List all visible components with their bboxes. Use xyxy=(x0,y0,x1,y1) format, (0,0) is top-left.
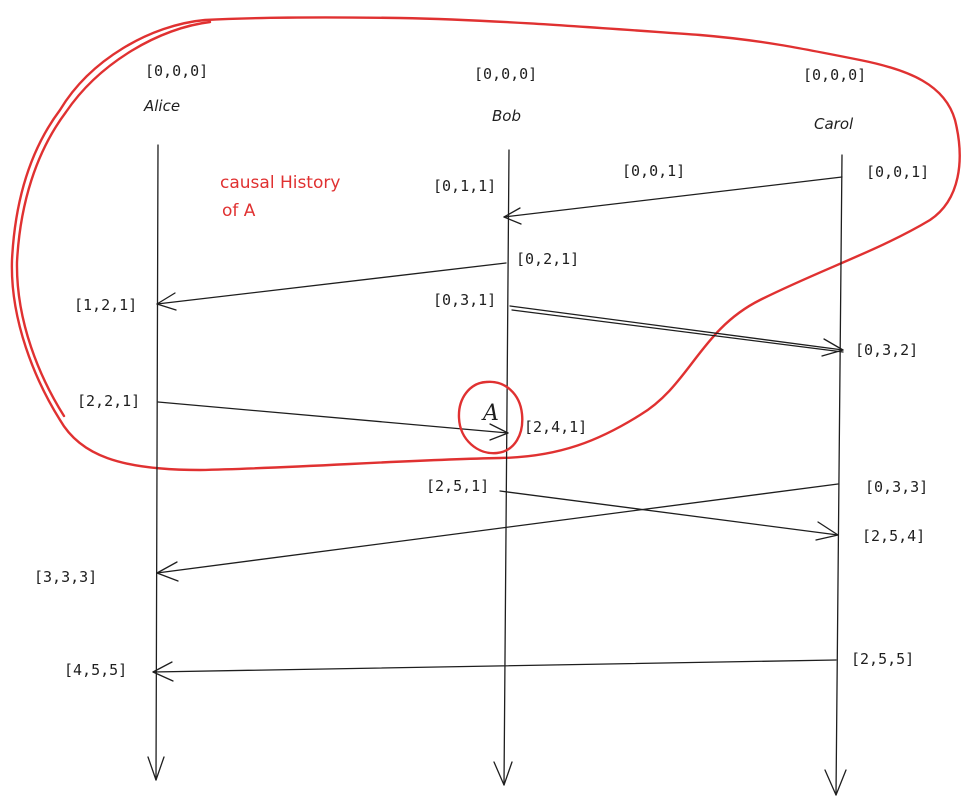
bob-clock: [0,3,1] xyxy=(433,291,496,309)
message-alice-to-bob xyxy=(157,401,509,441)
timeline-alice xyxy=(147,144,165,781)
alice-clock: [4,5,5] xyxy=(64,661,127,679)
message-clock: [0,0,1] xyxy=(622,162,685,180)
alice-initial-clock: [0,0,0] xyxy=(145,62,208,80)
causal-history-boundary-stroke xyxy=(15,20,212,418)
bob-clock: [0,1,1] xyxy=(433,177,496,195)
causal-history-boundary xyxy=(10,16,961,472)
alice-clock: [3,3,3] xyxy=(34,568,97,586)
message-bob-to-carol-2 xyxy=(499,490,839,541)
event-a-circle xyxy=(457,380,524,455)
message-bob-to-alice xyxy=(156,262,507,311)
causal-history-note-line1: causal History xyxy=(220,173,340,193)
carol-clock: [0,3,3] xyxy=(865,478,928,496)
event-a-label: A xyxy=(481,401,499,426)
message-carol-to-bob xyxy=(503,176,843,225)
alice-clock: [1,2,1] xyxy=(74,296,137,314)
process-name-bob: Bob xyxy=(492,107,521,125)
carol-clock: [0,3,2] xyxy=(855,341,918,359)
message-carol-to-alice xyxy=(156,483,839,582)
message-carol-to-alice-2 xyxy=(152,659,837,682)
timeline-bob xyxy=(493,149,513,786)
timeline-carol xyxy=(824,154,847,796)
process-name-alice: Alice xyxy=(143,97,180,115)
bob-clock: [2,5,1] xyxy=(426,477,489,495)
process-name-carol: Carol xyxy=(814,115,854,133)
carol-clock: [2,5,4] xyxy=(862,527,925,545)
causal-history-note-line2: of A xyxy=(222,201,256,221)
carol-clock: [0,0,1] xyxy=(866,163,929,181)
carol-initial-clock: [0,0,0] xyxy=(803,66,866,84)
alice-clock: [2,2,1] xyxy=(77,392,140,410)
carol-clock: [2,5,5] xyxy=(851,650,914,668)
bob-initial-clock: [0,0,0] xyxy=(474,65,537,83)
bob-clock: [2,4,1] xyxy=(524,418,587,436)
bob-clock: [0,2,1] xyxy=(516,250,579,268)
message-bob-to-carol xyxy=(509,305,844,357)
